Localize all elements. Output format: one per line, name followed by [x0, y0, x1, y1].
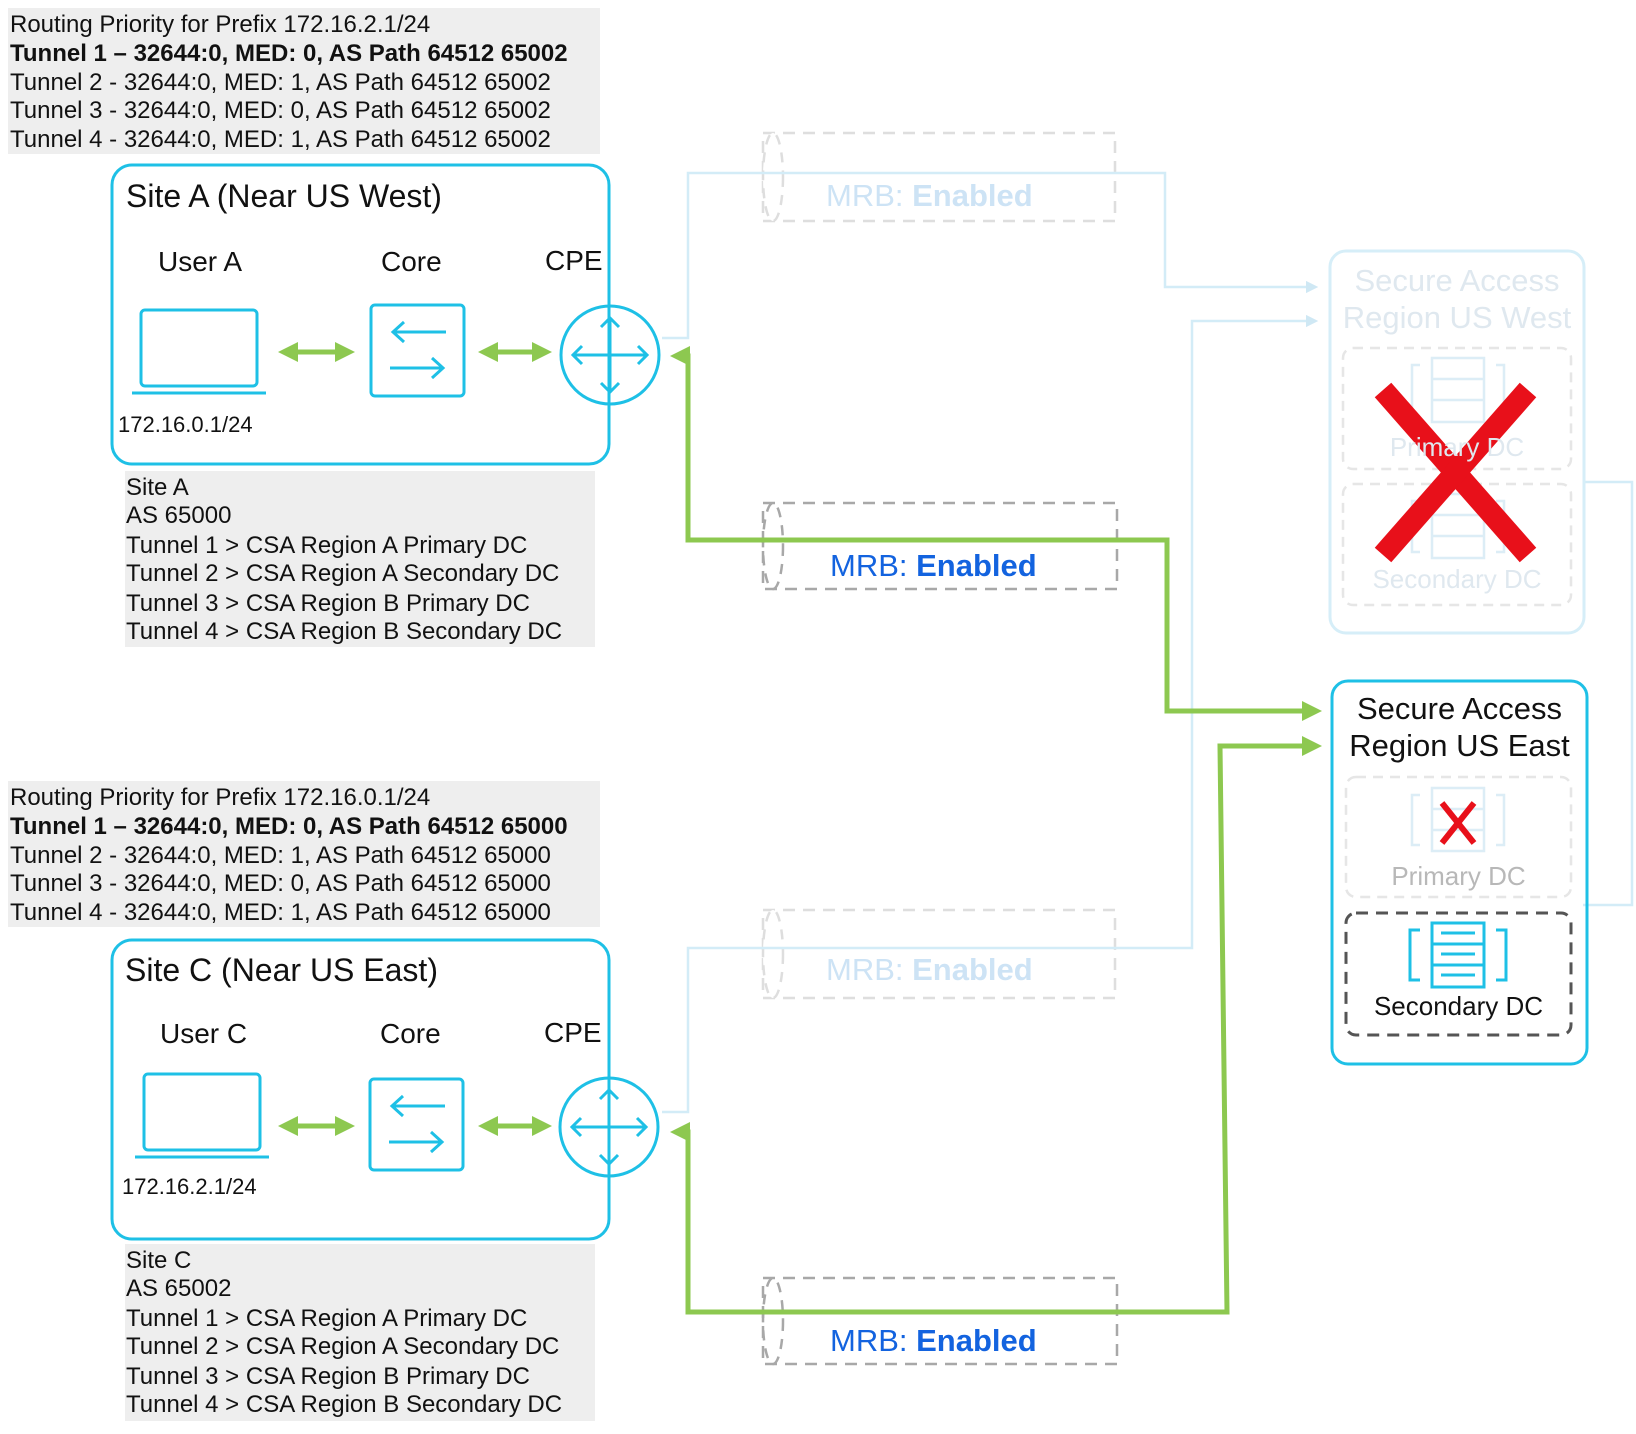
- switch-icon: [368, 1077, 465, 1172]
- cpe-label: CPE: [545, 245, 603, 276]
- router-icon: [558, 1076, 660, 1178]
- routing-priority-line: Tunnel 2 - 32644:0, MED: 1, AS Path 6451…: [10, 842, 551, 869]
- mrb-label-active: MRB: Enabled: [830, 548, 1037, 583]
- user-c-label: User C: [160, 1018, 248, 1049]
- laptop-icon: [135, 1072, 269, 1159]
- routing-priority-line: Tunnel 3 - 32644:0, MED: 0, AS Path 6451…: [10, 870, 551, 897]
- active-path-lines: [670, 346, 1322, 1315]
- routing-priority-title: Routing Priority for Prefix 172.16.0.1/2…: [10, 784, 431, 811]
- routing-priority-bottom-panel: [8, 781, 600, 927]
- mrb-label-active: MRB: Enabled: [830, 1323, 1037, 1358]
- east-primary-dc-label: Primary DC: [1391, 861, 1526, 891]
- west-region-failure-x-icon: [1374, 382, 1537, 563]
- site-a-ip: 172.16.0.1/24: [118, 412, 253, 437]
- site-info-line: Tunnel 1 > CSA Region A Primary DC: [126, 1305, 528, 1332]
- mrb-label-faded: MRB: Enabled: [826, 178, 1033, 213]
- routing-priority-line: Tunnel 2 - 32644:0, MED: 1, AS Path 6451…: [10, 69, 551, 96]
- east-primary-failure-x-icon: [1439, 801, 1477, 845]
- routing-priority-line: Tunnel 3 - 32644:0, MED: 0, AS Path 6451…: [10, 97, 551, 124]
- site-c-info-panel: [125, 1244, 595, 1421]
- routing-priority-title: Routing Priority for Prefix 172.16.2.1/2…: [10, 11, 431, 38]
- region-us-east-box: [1330, 679, 1589, 1066]
- east-primary-dc-box: [1344, 775, 1573, 899]
- mrb-label-faded: MRB: Enabled: [826, 952, 1033, 987]
- core-label: Core: [380, 1018, 441, 1049]
- site-info-line: Tunnel 2 > CSA Region A Secondary DC: [126, 560, 560, 587]
- server-icon: [1408, 921, 1508, 989]
- site-c-title: Site C (Near US East): [125, 952, 438, 988]
- site-info-line: Site A: [126, 474, 189, 501]
- site-info-line: Tunnel 1 > CSA Region A Primary DC: [126, 532, 528, 559]
- site-a-title: Site A (Near US West): [126, 178, 442, 214]
- east-secondary-dc-box: [1344, 911, 1573, 1037]
- region-us-west-title: Secure Access Region US West: [1342, 263, 1572, 335]
- core-label: Core: [381, 246, 442, 277]
- site-info-line: Tunnel 4 > CSA Region B Secondary DC: [126, 618, 563, 645]
- user-a-label: User A: [158, 246, 243, 277]
- site-a-box: [110, 163, 611, 466]
- site-info-line: Site C: [126, 1247, 192, 1274]
- laptop-icon: [132, 308, 266, 395]
- routing-priority-top-panel: [8, 8, 600, 154]
- site-info-line: Tunnel 4 > CSA Region B Secondary DC: [126, 1391, 563, 1418]
- tunnel-active-site-c: [761, 1276, 1119, 1366]
- site-info-line: AS 65000: [126, 502, 232, 529]
- routing-priority-line: Tunnel 4 - 32644:0, MED: 1, AS Path 6451…: [10, 126, 551, 153]
- west-secondary-dc-label: Secondary DC: [1372, 564, 1542, 594]
- site-a-info-panel: [125, 471, 595, 647]
- routing-priority-line: Tunnel 1 – 32644:0, MED: 0, AS Path 6451…: [10, 813, 568, 840]
- server-icon: [1410, 356, 1506, 424]
- region-us-west-box: [1328, 249, 1586, 635]
- routing-priority-line: Tunnel 1 – 32644:0, MED: 0, AS Path 6451…: [10, 40, 568, 67]
- site-info-line: Tunnel 3 > CSA Region B Primary DC: [126, 590, 530, 617]
- west-primary-dc-label: Primary DC: [1389, 432, 1525, 462]
- site-info-line: Tunnel 3 > CSA Region B Primary DC: [126, 1363, 530, 1390]
- site-c-ip: 172.16.2.1/24: [122, 1174, 257, 1199]
- server-icon: [1410, 786, 1506, 853]
- routing-priority-line: Tunnel 4 - 32644:0, MED: 1, AS Path 6451…: [10, 899, 551, 926]
- cpe-label: CPE: [544, 1017, 602, 1048]
- site-info-line: Tunnel 2 > CSA Region A Secondary DC: [126, 1333, 560, 1360]
- east-secondary-dc-label: Secondary DC: [1373, 991, 1544, 1021]
- tunnel-faded-site-a: [761, 131, 1117, 223]
- switch-icon: [369, 303, 466, 398]
- region-us-east-title: Secure Access Region US East: [1349, 691, 1570, 763]
- site-info-line: AS 65002: [126, 1275, 232, 1302]
- router-icon: [559, 304, 661, 406]
